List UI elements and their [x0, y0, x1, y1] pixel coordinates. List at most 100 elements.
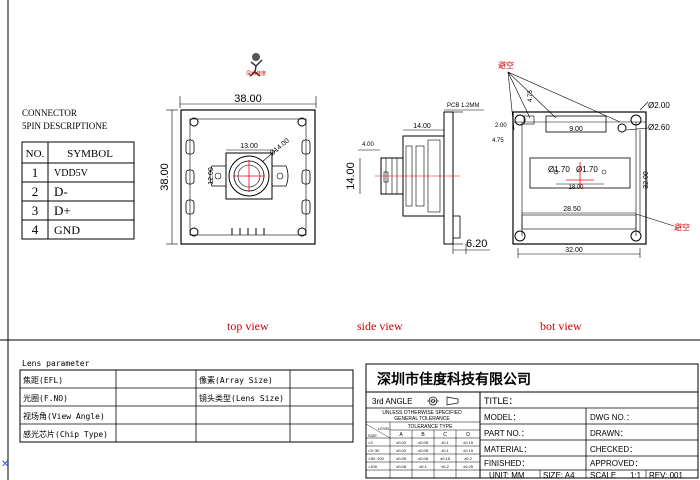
- bottom-view-4-75b-dim: 4.75: [492, 138, 504, 144]
- connector-row-symbol: GND: [54, 223, 80, 237]
- model-field: MODEL：: [484, 413, 520, 422]
- connector-row-symbol: D-: [54, 184, 68, 199]
- tolerance-cell: ±0.08: [418, 456, 429, 461]
- bottom-view-dia-1-70a: Ø1.70: [548, 165, 570, 174]
- connector-title: CONNECTOR: [22, 108, 77, 118]
- connector-row-no: 1: [32, 165, 39, 180]
- connector-row-no: 4: [32, 222, 39, 237]
- top-view-13-dim: 13.00: [240, 143, 258, 150]
- tolerance-row-size: >100: [368, 464, 378, 469]
- bottom-view-2-00-dim: 2.00: [495, 123, 507, 129]
- side-view-4-dim: 4.00: [362, 142, 374, 148]
- unit-field: UNIT: MM: [489, 471, 525, 480]
- bottom-view-dia-2-0: Ø2.00: [648, 101, 670, 110]
- logo: 深圳佳度: [246, 53, 266, 77]
- tolerance-row-size: >3~30: [368, 448, 380, 453]
- connector-row-symbol: VDD5V: [54, 168, 89, 179]
- bottom-view-dia-1-70b: Ø1.70: [576, 165, 598, 174]
- bottom-view-avoid-label: 避空: [674, 222, 690, 232]
- material-field: MATERIAL：: [484, 445, 531, 454]
- approved-field: APPROVED：: [590, 459, 642, 468]
- tolerance-col: D: [466, 432, 470, 438]
- tolerance-cell: ±0.15: [440, 456, 451, 461]
- tolerance-level: LEVEL: [378, 426, 391, 431]
- tolerance-cell: ±0.15: [463, 440, 474, 445]
- tolerance-cell: ±0.2: [441, 464, 450, 469]
- bottom-view-4-75a-dim: 4.75: [528, 90, 534, 102]
- dwg-no-field: DWG NO.：: [590, 413, 634, 422]
- lens-parameter-table: Lens parameter 焦距(EFL) 像素(Array Size) 光圈…: [19, 359, 354, 443]
- company-name: 深圳市佳度科技有限公司: [377, 371, 531, 388]
- connector-table: [21, 141, 135, 240]
- side-view-14-top-dim: 14.00: [413, 123, 431, 130]
- side-view-14-side-dim: 14.00: [345, 162, 357, 190]
- top-view-board: [180, 109, 316, 245]
- size-field: SIZE: A4: [543, 471, 575, 480]
- tolerance-cell: ±0.25: [463, 464, 474, 469]
- tolerance-row-size: <3: [368, 440, 373, 445]
- top-view-label: top view: [227, 319, 269, 333]
- bottom-view-label: bot view: [540, 319, 582, 333]
- bottom-view-18-dim: 18.00: [568, 185, 584, 191]
- bottom-view-dia-2-6: Ø2.60: [648, 123, 670, 132]
- lens-param-label: 焦距(EFL): [23, 375, 63, 385]
- connector-header-no: NO.: [26, 148, 45, 160]
- connector-section: CONNECTOR 5PIN DESCRIPTIONE NO. SYMBOL 1…: [21, 108, 135, 240]
- logo-text: 深圳佳度: [246, 70, 266, 77]
- tolerance-type-header: TOLERANCE TYPE: [408, 424, 453, 430]
- tolerance-cell: ±0.08: [396, 464, 407, 469]
- lens-param-label: 镜头类型(Lens Size): [199, 393, 284, 403]
- projection-angle: 3rd ANGLE: [372, 397, 412, 406]
- tolerance-col: A: [399, 432, 403, 438]
- connector-row-symbol: D+: [54, 203, 71, 218]
- connector-row-no: 2: [32, 184, 39, 199]
- tolerance-cell: ±0.05: [418, 440, 429, 445]
- tolerance-cell: ±0.03: [396, 448, 407, 453]
- tolerance-cell: ±0.2: [464, 456, 473, 461]
- tolerance-col: C: [443, 432, 447, 438]
- checked-field: CHECKED：: [590, 445, 637, 454]
- bottom-view-32-height-dim: 32.00: [643, 171, 650, 189]
- connector-row-no: 3: [32, 203, 39, 218]
- lens-param-label: 感光芯片(Chip Type): [23, 429, 108, 439]
- bottom-view-32-width-dim: 32.00: [565, 247, 583, 254]
- top-view-height-dim: 38.00: [159, 163, 171, 191]
- tolerance-size: SIZE: [368, 433, 377, 438]
- scale-label: SCALE: [590, 471, 616, 480]
- scale-value: 1:1: [630, 471, 642, 480]
- part-no-field: PART NO.：: [484, 429, 529, 438]
- lens-param-label: 光圈(F.NO): [23, 393, 68, 403]
- top-view-width-dim: 38.00: [234, 93, 262, 105]
- tolerance-cell: ±0.1: [441, 448, 450, 453]
- tolerance-cell: ±0.05: [418, 448, 429, 453]
- lens-param-label: 视场角(View Angle): [23, 411, 105, 421]
- bottom-view-9-dim: 9.00: [569, 126, 583, 133]
- top-view-12-dim: 12.00: [208, 167, 215, 185]
- title-block: 深圳市佳度科技有限公司 3rd ANGLE UNLESS OTHERWISE S…: [365, 363, 699, 480]
- side-view: PCB 1.2MM 14.00 4.00 14.00 6.20 side vie…: [345, 103, 490, 333]
- top-view: 38.00 38.00 13.00 12.00: [159, 93, 317, 333]
- tolerance-title: UNLESS OTHERWISE SPECIFIED: [382, 410, 462, 416]
- bottom-view: 避空 9.00 4.75 4.75 2.00 Ø2.00 Ø2.60 Ø1.70…: [492, 60, 690, 333]
- rev-field: REV: 001: [649, 471, 683, 480]
- lens-param-label: 像素(Array Size): [199, 375, 273, 385]
- lens-parameter-title: Lens parameter: [22, 359, 90, 368]
- tolerance-cell: ±0.03: [396, 440, 407, 445]
- tolerance-row-size: >30~100: [368, 456, 385, 461]
- connector-subtitle: 5PIN DESCRIPTIONE: [22, 121, 108, 131]
- tolerance-subtitle: GENERAL TOLERANCE: [394, 416, 450, 422]
- finished-field: FINISHED：: [484, 459, 529, 468]
- side-view-label: side view: [357, 319, 403, 333]
- side-view-pcb-note: PCB 1.2MM: [447, 103, 479, 109]
- tolerance-cell: ±0.15: [463, 448, 474, 453]
- tolerance-cell: ±0.05: [396, 456, 407, 461]
- drawn-field: DRAWN：: [590, 429, 628, 438]
- projection-symbol-icon: [427, 396, 459, 406]
- connector-header-symbol: SYMBOL: [67, 148, 113, 160]
- title-field: TITLE：: [484, 396, 518, 406]
- top-view-diameter-dim: Ø14.00: [269, 137, 291, 157]
- side-view-6-2-dim: 6.20: [466, 238, 487, 250]
- corner-mark-icon: ✕: [1, 459, 9, 470]
- tolerance-cell: ±0.1: [419, 464, 428, 469]
